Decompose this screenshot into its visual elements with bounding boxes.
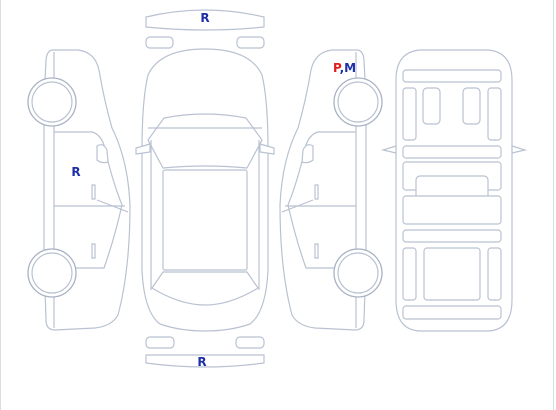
right-mirror[interactable] — [301, 144, 314, 164]
rear-panel[interactable] — [402, 305, 502, 320]
rear-seat-row[interactable] — [402, 195, 502, 225]
interior-right-mirror[interactable] — [511, 145, 528, 154]
top-right-mirror[interactable] — [259, 143, 275, 155]
passenger-seat[interactable] — [462, 87, 481, 125]
rear-bumper-outline[interactable] — [145, 354, 265, 368]
left-rear-footwell[interactable] — [402, 247, 417, 301]
right-front-handle[interactable] — [314, 184, 319, 200]
front-bumper-outline[interactable] — [145, 9, 265, 31]
left-rear-door-mark[interactable]: R — [71, 165, 80, 179]
rear-left-light[interactable] — [145, 336, 175, 349]
front-left-light[interactable] — [145, 36, 174, 49]
left-front-handle[interactable] — [91, 184, 96, 200]
rear-right-light[interactable] — [235, 336, 265, 349]
left-mirror[interactable] — [96, 144, 109, 164]
driver-seat[interactable] — [422, 87, 441, 125]
left-front-tire[interactable] — [27, 77, 77, 127]
rear-bumper-view[interactable] — [145, 336, 265, 368]
trunk-floor[interactable] — [423, 247, 481, 301]
paint-code: P — [333, 61, 342, 75]
top-left-mirror[interactable] — [135, 143, 151, 155]
right-rear-footwell[interactable] — [487, 247, 502, 301]
rear-floor-panel[interactable] — [402, 229, 502, 243]
right-rear-handle[interactable] — [314, 243, 319, 259]
interior-view[interactable] — [380, 49, 528, 332]
left-side-view[interactable] — [27, 49, 131, 331]
interior-left-mirror[interactable] — [380, 145, 397, 154]
right-front-fender-mark[interactable]: P,M — [333, 61, 356, 75]
top-view[interactable] — [135, 48, 275, 332]
right-side-view[interactable] — [279, 49, 383, 331]
mark-separator: , — [340, 61, 345, 75]
right-front-footwell[interactable] — [487, 87, 502, 141]
right-edge-line — [553, 0, 554, 410]
left-rear-handle[interactable] — [91, 243, 96, 259]
front-right-light[interactable] — [236, 36, 265, 49]
rear-window[interactable] — [151, 271, 259, 306]
roof-mark[interactable]: R — [200, 11, 209, 25]
left-rear-tire[interactable] — [27, 248, 77, 298]
left-front-footwell[interactable] — [402, 87, 417, 141]
windshield[interactable] — [147, 113, 263, 169]
front-bumper-view[interactable] — [145, 9, 265, 49]
front-bumper-mark[interactable]: R — [197, 355, 206, 369]
front-floor-panel[interactable] — [402, 145, 502, 159]
right-front-tire[interactable] — [333, 77, 383, 127]
right-rear-tire[interactable] — [333, 248, 383, 298]
dashboard[interactable] — [402, 69, 502, 83]
left-edge-line — [0, 0, 1, 410]
roof-panel[interactable] — [162, 169, 248, 271]
metal-code: M — [344, 61, 356, 75]
